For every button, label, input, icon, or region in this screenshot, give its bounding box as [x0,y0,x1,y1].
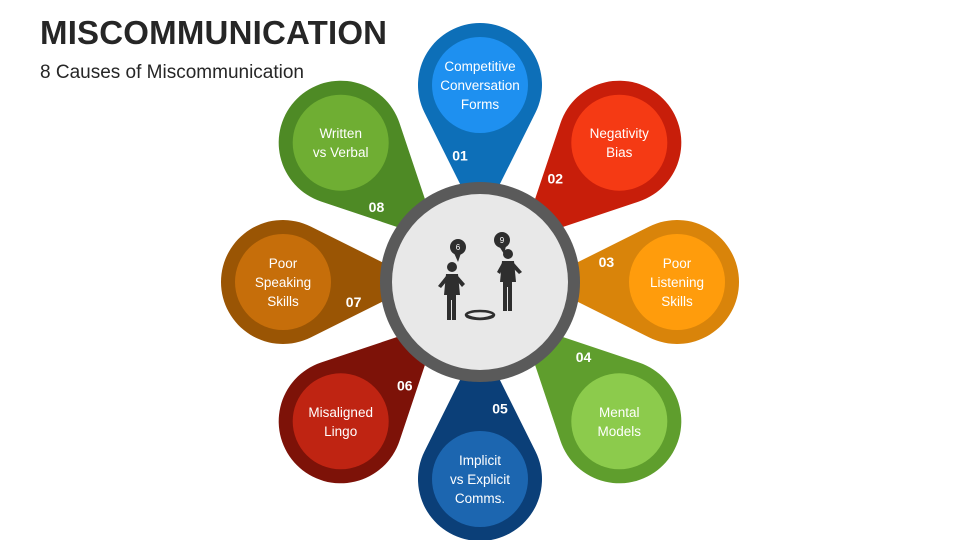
pin-inner-circle [292,373,389,470]
page-title: MISCOMMUNICATION [40,14,388,51]
pin-inner-circle [292,94,389,191]
cause-label-line: Speaking [255,275,311,290]
cause-label-line: Comms. [455,491,505,506]
cause-label-line: Lingo [324,424,357,439]
person-right-icon [497,249,522,311]
cause-number: 06 [397,378,413,394]
cause-label-line: Written [319,126,362,141]
bubble-left-text: 6 [456,243,461,252]
cause-number: 05 [492,400,508,416]
cause-number: 04 [576,349,592,365]
cause-label-line: Listening [650,275,704,290]
pin-inner-circle [629,234,725,330]
center-hub: 6 9 [380,182,580,382]
cause-number: 02 [547,170,563,186]
cause-label-line: Conversation [440,78,520,93]
person-left-icon [438,262,465,320]
pin-inner-circle [571,373,668,470]
cause-number: 01 [452,148,468,164]
pin-inner-circle [571,94,668,191]
pin-inner-circle [432,431,528,527]
cause-label-line: Poor [269,256,298,271]
cause-number: 08 [369,199,385,215]
cause-label-line: Skills [267,294,299,309]
cause-number: 07 [346,294,362,310]
pin-inner-circle [235,234,331,330]
page-subtitle: 8 Causes of Miscommunication [40,62,304,83]
cause-label-line: vs Explicit [450,472,510,487]
cause-label-line: Misaligned [308,405,373,420]
cause-label-line: Mental [599,405,640,420]
hub-disc [392,194,568,370]
pin-inner-circle [432,37,528,133]
cause-label-line: Models [598,424,642,439]
speech-bubble-left: 6 [450,239,466,262]
cause-label-line: Poor [663,256,692,271]
cause-label-line: Skills [661,294,693,309]
cause-label-line: Competitive [444,59,515,74]
cause-label-line: Forms [461,97,499,112]
floor-symbol-icon [464,309,496,321]
cause-number: 03 [599,254,615,270]
cause-pin-08: Written vs Verbal 08 [278,80,439,241]
cause-label-line: vs Verbal [313,145,369,160]
cause-label-line: Negativity [590,126,650,141]
cause-label-line: Bias [606,145,633,160]
cause-label-line: Implicit [459,453,501,468]
bubble-right-text: 9 [500,236,505,245]
speech-bubble-right: 9 [494,232,510,254]
cause-label: Written vs Verbal [313,126,369,160]
